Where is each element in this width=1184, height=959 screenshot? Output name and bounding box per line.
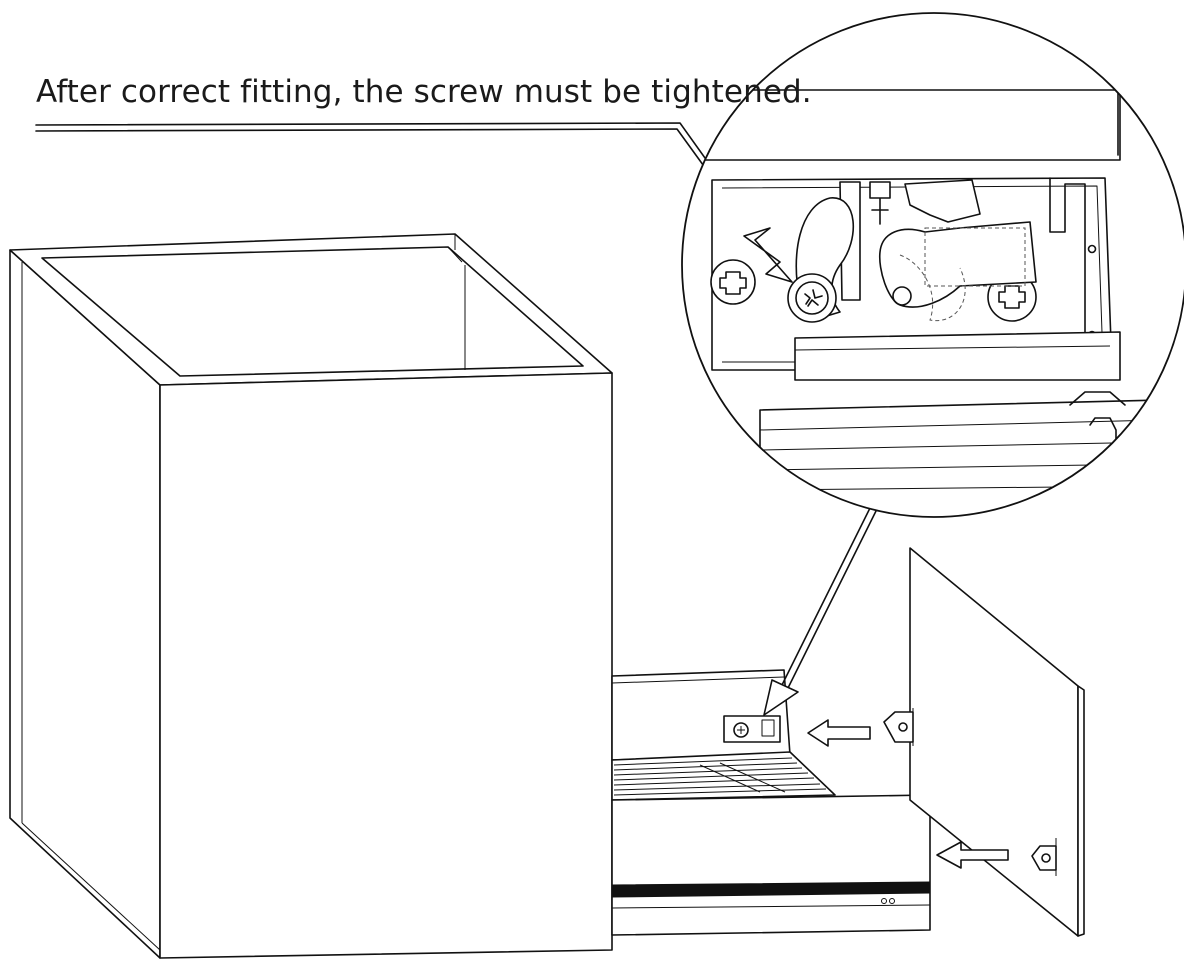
panel-bracket-lower [1031, 838, 1057, 876]
drawer-rails [613, 757, 827, 796]
detail-magnifier [681, 12, 1184, 518]
front-connector-fitting [723, 715, 781, 743]
left-screw-icon [710, 259, 756, 305]
panel-bracket-upper [883, 708, 914, 746]
detail-pointer-arrow [743, 227, 793, 283]
pointer-arrow-to-connector [763, 503, 879, 716]
drawer [611, 669, 931, 936]
phillips-screw-icon [787, 273, 837, 323]
drawer-front-panel [883, 547, 1085, 937]
instruction-text: After correct fitting, the screw must be… [36, 74, 812, 110]
insertion-arrow-upper [807, 719, 871, 747]
cabinet [9, 233, 613, 959]
insertion-arrow-lower [936, 841, 1009, 869]
